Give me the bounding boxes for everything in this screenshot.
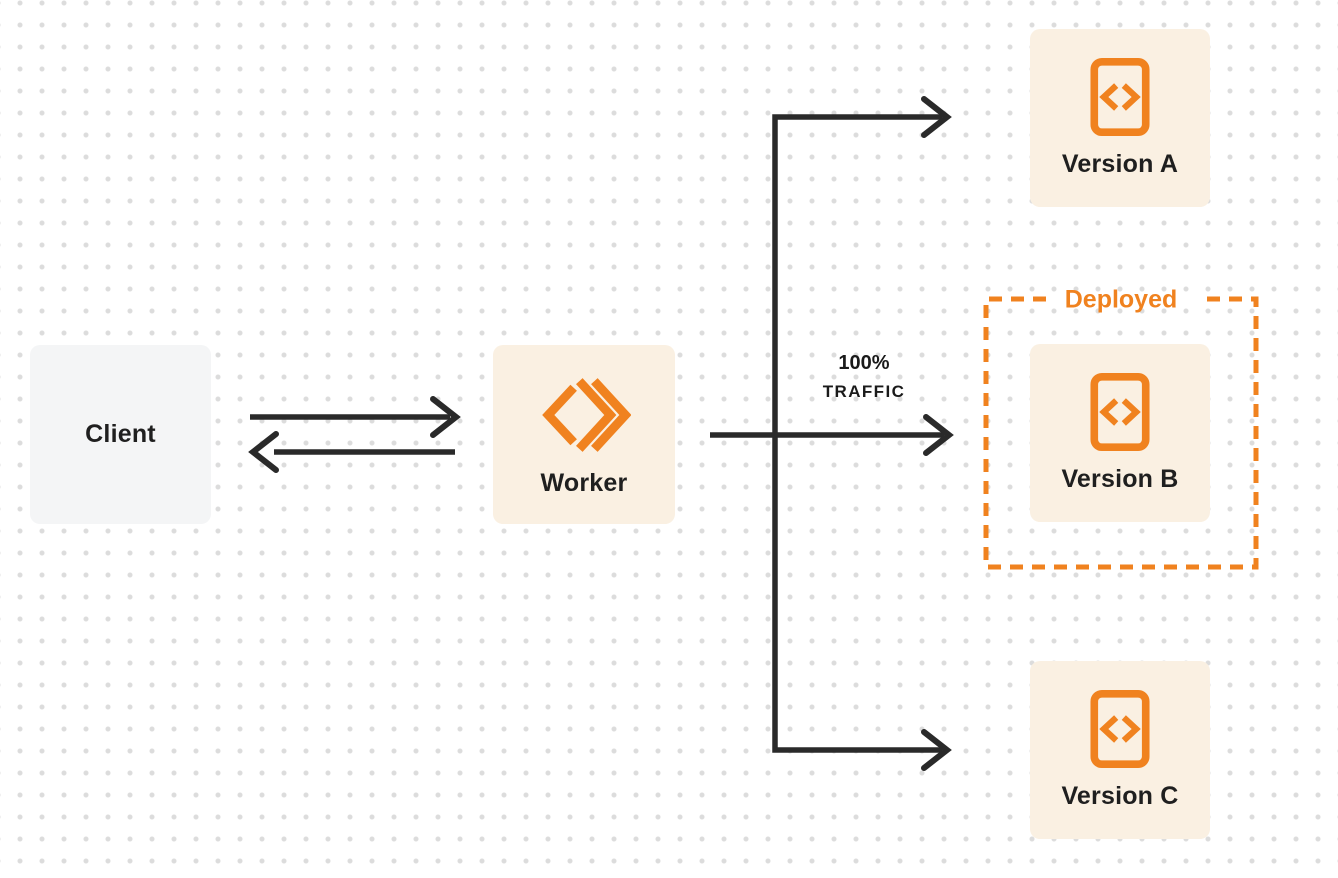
traffic-word: TRAFFIC bbox=[822, 382, 906, 401]
edge-client-to-worker bbox=[250, 396, 461, 438]
client-label: Client bbox=[85, 419, 156, 448]
traffic-percent: 100% bbox=[838, 352, 890, 374]
workers-logo-icon bbox=[542, 377, 631, 452]
node-version-a: Version A bbox=[1030, 29, 1210, 207]
version-c-label: Version C bbox=[1061, 782, 1179, 811]
code-file-icon bbox=[1090, 58, 1150, 137]
deployed-label: Deployed bbox=[1064, 285, 1178, 314]
arrowhead-version-c bbox=[921, 729, 952, 771]
arrowhead-version-a bbox=[921, 96, 952, 138]
node-version-b: Version B bbox=[1030, 344, 1210, 522]
node-client: Client bbox=[30, 345, 211, 524]
traffic-label: 100% TRAFFIC bbox=[785, 350, 943, 404]
edge-worker-to-version-b bbox=[710, 414, 954, 456]
code-file-icon bbox=[1090, 373, 1150, 452]
edge-worker-to-client bbox=[248, 431, 455, 473]
version-b-label: Version B bbox=[1061, 465, 1179, 494]
node-worker: Worker bbox=[493, 345, 675, 524]
version-a-label: Version A bbox=[1061, 150, 1179, 179]
node-version-c: Version C bbox=[1030, 661, 1210, 839]
code-file-icon bbox=[1090, 690, 1150, 769]
edge-branch-version-a-and-c bbox=[772, 96, 952, 771]
worker-label: Worker bbox=[540, 468, 628, 497]
